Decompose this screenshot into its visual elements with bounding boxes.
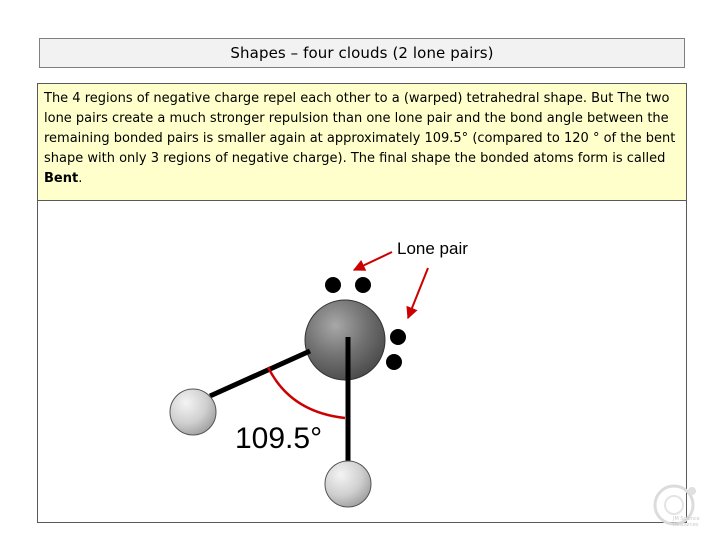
publisher-logo [653,484,696,526]
lone-pair-label: Lone pair [397,239,468,258]
lone-pair-electron [355,277,371,293]
description-text: The 4 regions of negative charge repel e… [44,89,680,189]
slide-title-bar: Shapes – four clouds (2 lone pairs) [39,38,685,68]
description-part-1: The 4 regions of negative charge repel e… [44,91,676,166]
bonded-atom-bottom [324,460,372,508]
slide-title: Shapes – four clouds (2 lone pairs) [230,44,494,62]
publisher-logo-text: JM Science Resources [673,516,700,528]
content-panel: The 4 regions of negative charge repel e… [37,83,687,523]
bond-angle-arc [266,366,346,420]
bonded-atom-left [169,388,217,436]
lone-pair-arrow [352,251,393,271]
lone-pair-electron [325,277,341,293]
bond-angle-label: 109.5° [235,422,322,455]
lone-pair-electron [390,329,406,345]
lone-pair-arrow [406,267,429,320]
central-atom [304,299,386,381]
description-part-2: . [78,171,83,186]
bond-left [208,348,312,399]
description-emphasis: Bent [44,171,79,186]
description-box: The 4 regions of negative charge repel e… [38,84,686,201]
lone-pair-electron [386,354,402,370]
